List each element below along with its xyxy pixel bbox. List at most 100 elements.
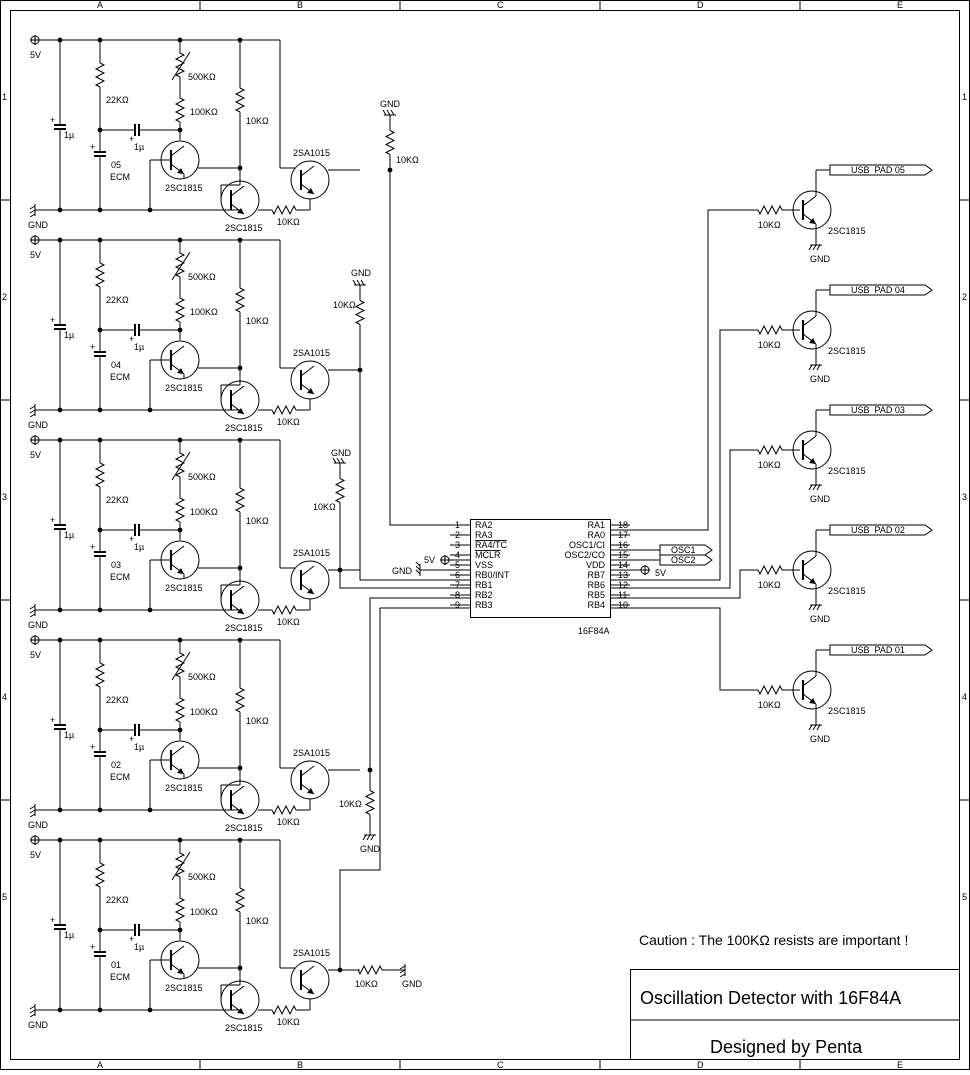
osc1-label: OSC1 — [671, 545, 696, 555]
ground-label: GND — [351, 268, 372, 278]
pin-number: 5 — [455, 560, 460, 570]
coupling-cap-value: 1µ — [134, 542, 144, 552]
coupling-cap-value: 1µ — [134, 742, 144, 752]
row-number-left: 4 — [2, 692, 7, 702]
feedback-resistor-value: 100KΩ — [190, 307, 218, 317]
mic-bias-resistor-value: 22KΩ — [106, 895, 129, 905]
potentiometer-value: 500KΩ — [188, 72, 216, 82]
coupling-capacitor: + — [129, 124, 140, 144]
osc2-label: OSC2 — [671, 555, 696, 565]
collector-resistor — [234, 487, 246, 513]
amplifier-stages: 5VGND+1µ22KΩ+05ECM+1µ500KΩ100KΩ2SC181510… — [28, 35, 360, 1033]
mclr-5v-label: 5V — [424, 555, 435, 565]
ground-label: GND — [28, 1020, 49, 1030]
decoupling-capacitor: + — [50, 315, 66, 330]
feedback-resistor-value: 100KΩ — [190, 507, 218, 517]
polarity-plus: + — [129, 134, 134, 144]
pnp-transistor-label: 2SA1015 — [293, 548, 330, 558]
polarity-plus: + — [90, 542, 95, 552]
ground-symbol — [29, 204, 36, 218]
ground-symbol — [808, 484, 822, 491]
mic-number: 02 — [111, 760, 121, 770]
column-letter-bottom: E — [897, 1060, 903, 1070]
gain-potentiometer — [174, 252, 186, 278]
schematic-title: Oscillation Detector with 16F84A — [640, 988, 901, 1008]
output-transistor-label: 2SC1815 — [828, 346, 866, 356]
column-letter-top: C — [497, 0, 504, 10]
collector-resistor-value: 10KΩ — [246, 316, 269, 326]
ground-symbol — [382, 109, 396, 116]
pnp-switch-transistor — [290, 760, 330, 800]
pot-arrow — [171, 451, 191, 481]
ground-label: GND — [810, 254, 831, 264]
coupling-cap-value: 1µ — [134, 342, 144, 352]
column-letter-top: B — [297, 0, 303, 10]
vss-gnd-label: GND — [392, 566, 413, 576]
ground-symbol — [808, 364, 822, 371]
title-block: Oscillation Detector with 16F84A Designe… — [630, 969, 960, 1060]
row-number-right: 2 — [962, 292, 967, 302]
coupling-cap-value: 1µ — [134, 142, 144, 152]
ecm-microphone: + — [90, 542, 106, 557]
mic-bias-resistor-value: 22KΩ — [106, 495, 129, 505]
base-resistor — [271, 404, 297, 416]
pin-number: 18 — [618, 520, 628, 530]
pnp-switch-transistor — [290, 960, 330, 1000]
pin-name: RB7 — [587, 570, 605, 580]
pin-name: RA2 — [475, 520, 493, 530]
polarity-plus: + — [129, 334, 134, 344]
gain-potentiometer — [174, 652, 186, 678]
column-letter-bottom: C — [497, 1060, 504, 1070]
junction-dot — [237, 165, 243, 171]
vcc-symbol — [30, 835, 40, 845]
driver-transistor-label: 2SC1815 — [225, 823, 263, 833]
ecm-label: ECM — [110, 372, 130, 382]
amplifier-stage-03: 5VGND+1µ22KΩ+03ECM+1µ500KΩ100KΩ2SC181510… — [28, 435, 360, 633]
pin-number: 3 — [455, 540, 460, 550]
driver-resistor-value: 10KΩ — [758, 700, 781, 710]
feedback-resistor — [174, 297, 186, 323]
pnp-switch-transistor — [290, 560, 330, 600]
junction-dot — [237, 565, 243, 571]
pin-name: RB0/INT — [475, 570, 510, 580]
decoupling-capacitor: + — [50, 115, 66, 130]
pin-number: 15 — [618, 550, 628, 560]
polarity-plus: + — [50, 515, 55, 525]
driver-transistor — [220, 580, 260, 620]
pin-number: 1 — [455, 520, 460, 530]
pot-arrow — [171, 651, 191, 681]
usb-pad-label: USB_PAD 01 — [851, 645, 905, 655]
pulldown-resistor — [364, 790, 376, 815]
pot-arrow — [171, 251, 191, 281]
ecm-microphone: + — [90, 942, 106, 957]
junction-dot — [237, 965, 243, 971]
preamp-transistor-label: 2SC1815 — [165, 783, 203, 793]
base-resistor — [271, 204, 297, 216]
ground-label: GND — [331, 448, 352, 458]
ground-symbol — [29, 1004, 36, 1018]
driver-transistor — [220, 380, 260, 420]
pin-number: 17 — [618, 530, 628, 540]
ground-symbol — [808, 244, 822, 251]
ground-label: GND — [28, 220, 49, 230]
pulldown-resistor — [354, 300, 366, 325]
potentiometer-value: 500KΩ — [188, 872, 216, 882]
coupling-cap-value: 1µ — [134, 942, 144, 952]
output-transistor — [792, 310, 832, 350]
mic-number: 04 — [111, 360, 121, 370]
gain-potentiometer — [174, 52, 186, 78]
ground-symbol — [362, 834, 376, 841]
collector-resistor-value: 10KΩ — [246, 516, 269, 526]
driver-resistor-value: 10KΩ — [758, 460, 781, 470]
pulldown-value: 10KΩ — [355, 979, 378, 989]
usb-pad-flag — [829, 404, 933, 416]
pin-number: 14 — [618, 560, 628, 570]
mic-bias-resistor-value: 22KΩ — [106, 295, 129, 305]
base-resistor-value: 10KΩ — [277, 817, 300, 827]
ecm-label: ECM — [110, 172, 130, 182]
